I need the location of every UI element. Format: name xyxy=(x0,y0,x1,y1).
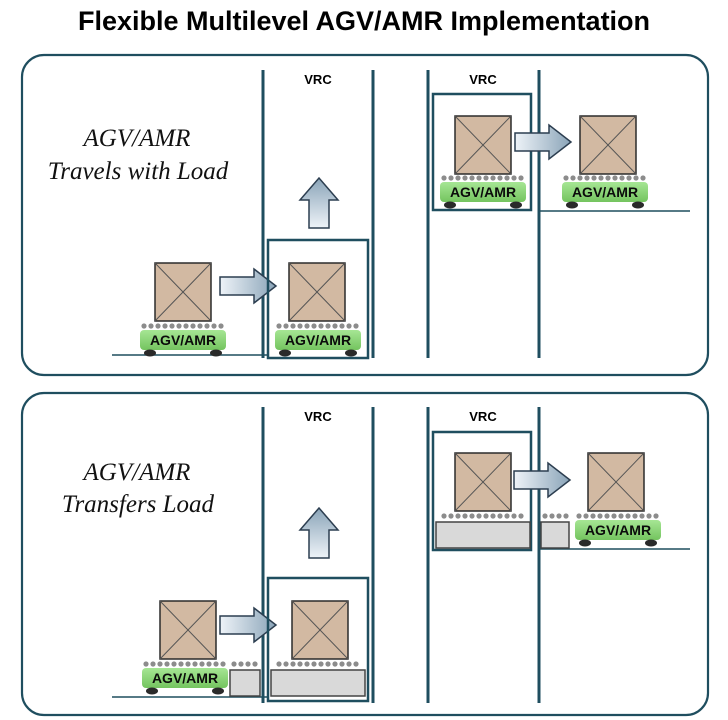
agv-label: AGV/AMR xyxy=(585,522,651,538)
vrc-label: VRC xyxy=(304,409,332,424)
load-box-icon xyxy=(288,262,346,322)
agv-with-load: AGV/AMR xyxy=(440,115,526,209)
vrc-conveyor-bed xyxy=(435,521,531,549)
agv-with-load: AGV/AMR xyxy=(142,600,228,695)
agv-with-load: AGV/AMR xyxy=(140,262,226,357)
page-title: Flexible Multilevel AGV/AMR Implementati… xyxy=(77,6,651,36)
agv-label: AGV/AMR xyxy=(285,332,351,348)
agv-with-load: AGV/AMR xyxy=(275,262,361,357)
vrc-conveyor-with-load xyxy=(270,600,366,697)
agv-label: AGV/AMR xyxy=(152,670,218,686)
transfer-conveyor xyxy=(229,661,261,697)
vrc-carriage xyxy=(431,92,533,212)
vrc-carriage xyxy=(266,576,370,703)
vrc-carriage xyxy=(431,430,533,552)
vrc-carriage xyxy=(266,238,370,360)
transfer-conveyor xyxy=(540,513,570,549)
agv-label: AGV/AMR xyxy=(150,332,216,348)
load-box-icon xyxy=(587,452,645,512)
caption-line2: Travels with Load xyxy=(48,158,229,185)
panel-frame xyxy=(20,53,710,377)
vrc-conveyor-with-load xyxy=(435,452,531,549)
agv-with-load: AGV/AMR xyxy=(562,115,648,209)
caption-line1: AGV/AMR xyxy=(82,125,191,152)
load-box-icon xyxy=(454,452,512,512)
panel-frame xyxy=(20,391,710,717)
panel-travels-with-load: AGV/AMR Travels with Load VRC VRC AGV/AM… xyxy=(20,53,710,377)
vrc-label: VRC xyxy=(469,72,497,87)
load-box-icon xyxy=(454,115,512,175)
load-box-icon xyxy=(159,600,217,660)
agv-label: AGV/AMR xyxy=(450,184,516,200)
load-box-icon xyxy=(291,600,349,660)
agv-label: AGV/AMR xyxy=(572,184,638,200)
vrc-conveyor-bed xyxy=(270,669,366,697)
caption-line1: AGV/AMR xyxy=(82,459,191,486)
caption-line2: Transfers Load xyxy=(62,491,215,518)
load-box-icon xyxy=(579,115,637,175)
load-box-icon xyxy=(154,262,212,322)
panel-transfers-load: AGV/AMR Transfers Load VRC VRC AGV/AMR xyxy=(20,391,710,717)
vrc-label: VRC xyxy=(469,409,497,424)
vrc-label: VRC xyxy=(304,72,332,87)
agv-with-load: AGV/AMR xyxy=(575,452,661,547)
